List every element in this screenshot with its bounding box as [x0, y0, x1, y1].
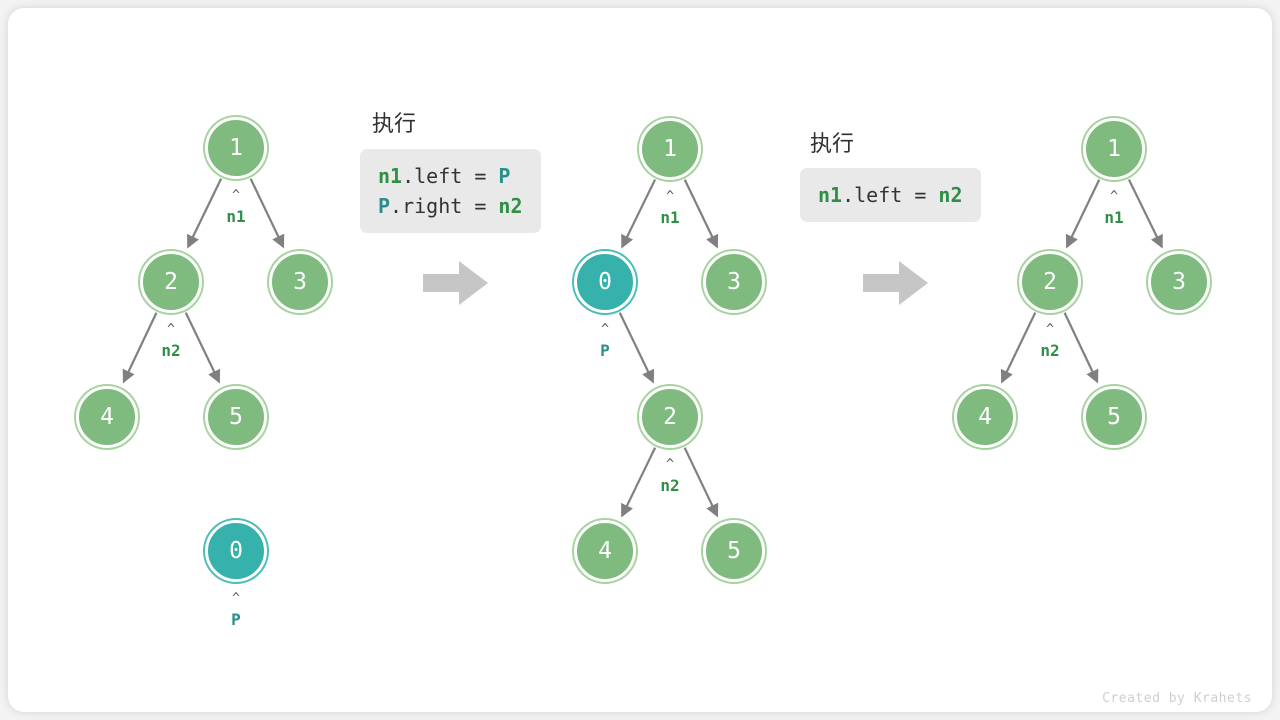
tree-node-2[interactable]: 2 [639, 386, 701, 448]
tree-node-value: 3 [1172, 268, 1186, 295]
pointer-label-n2: ^ n2 [141, 322, 201, 360]
step-label-2: 执行 [810, 132, 855, 157]
pointer-name: n1 [660, 208, 680, 227]
code-line: P.right = n2 [378, 191, 523, 221]
caret-icon: ^ [167, 322, 175, 337]
tree-node-value: 2 [663, 403, 677, 430]
pointer-name: P [600, 341, 610, 360]
watermark: Created by Krahets [1102, 691, 1252, 706]
tree-node-3[interactable]: 3 [1148, 251, 1210, 313]
code-line: n1.left = n2 [818, 180, 963, 210]
pointer-label-n1: ^ n1 [206, 188, 266, 226]
pointer-label-n2: ^ n2 [640, 457, 700, 495]
tree-node-1[interactable]: 1 [639, 118, 701, 180]
caret-icon: ^ [1110, 189, 1118, 204]
code-token: P [378, 194, 391, 218]
tree-edge [1065, 179, 1101, 249]
tree-edge [621, 447, 657, 518]
tree-edge [187, 178, 223, 249]
tree-edge [122, 312, 158, 384]
tree-node-1[interactable]: 1 [1083, 118, 1145, 180]
caret-icon: ^ [601, 322, 609, 337]
tree-node-value: 1 [663, 135, 677, 162]
tree-node-value: 3 [727, 268, 741, 295]
tree-edge [184, 312, 221, 384]
tree-node-0[interactable]: 0 [574, 251, 636, 313]
tree-node-3[interactable]: 3 [269, 251, 331, 313]
code-token: .left = [842, 183, 939, 207]
pointer-name: n1 [1104, 208, 1124, 227]
tree-node-2[interactable]: 2 [140, 251, 202, 313]
tree-node-value: 2 [164, 268, 178, 295]
tree-node-value: 0 [598, 268, 612, 295]
tree-node-4[interactable]: 4 [76, 386, 138, 448]
caret-icon: ^ [232, 591, 240, 606]
pointer-label-n1: ^ n1 [640, 189, 700, 227]
code-token: .left = [402, 164, 499, 188]
pointer-label-P: ^P [575, 322, 635, 360]
tree-node-value: 5 [229, 403, 243, 430]
tree-node-value: 2 [1043, 268, 1057, 295]
tree-node-5[interactable]: 5 [205, 386, 267, 448]
tree-edges-layer [122, 178, 1163, 518]
tree-node-value: 4 [978, 403, 992, 430]
code-line: n1.left = P [378, 161, 523, 191]
code-token: n2 [938, 183, 963, 207]
right-arrow-icon [423, 261, 488, 305]
tree-node-4[interactable]: 4 [954, 386, 1016, 448]
caret-icon: ^ [232, 188, 240, 203]
tree-edge [1000, 312, 1037, 384]
tree-node-value: 4 [598, 537, 612, 564]
pointer-label-n2: ^ n2 [1020, 322, 1080, 360]
tree-edge [683, 447, 719, 518]
tree-node-5[interactable]: 5 [1083, 386, 1145, 448]
tree-node-5[interactable]: 5 [703, 520, 765, 582]
pointer-label-n1: ^ n1 [1084, 189, 1144, 227]
tree-node-value: 1 [1107, 135, 1121, 162]
tree-node-4[interactable]: 4 [574, 520, 636, 582]
code-token: n1 [818, 183, 843, 207]
tree-node-3[interactable]: 3 [703, 251, 765, 313]
tree-edge [1063, 312, 1099, 384]
pointer-label-P: ^P [206, 591, 266, 629]
code-token: n2 [498, 194, 523, 218]
code-token: P [498, 164, 511, 188]
pointer-name: n2 [1040, 341, 1060, 360]
tree-node-1[interactable]: 1 [205, 117, 267, 179]
tree-edge [621, 179, 657, 249]
tree-node-value: 5 [1107, 403, 1121, 430]
pointer-name: P [231, 610, 241, 629]
right-arrow-icon [863, 261, 928, 305]
tree-node-2[interactable]: 2 [1019, 251, 1081, 313]
tree-node-value: 4 [100, 403, 114, 430]
pointer-name: n1 [226, 207, 246, 226]
code-block-2: n1.left = n2 [800, 168, 981, 222]
tree-edge [1127, 179, 1163, 249]
pointer-name: n2 [161, 341, 181, 360]
code-token: n1 [378, 164, 403, 188]
transition-arrow-2 [863, 260, 929, 311]
caret-icon: ^ [666, 189, 674, 204]
pointer-name: n2 [660, 476, 680, 495]
step-label-1: 执行 [372, 112, 417, 137]
tree-node-value: 1 [229, 134, 243, 161]
code-token: .right = [390, 194, 499, 218]
tree-edge [618, 312, 655, 384]
tree-node-value: 5 [727, 537, 741, 564]
caret-icon: ^ [1046, 322, 1054, 337]
tree-node-value: 3 [293, 268, 307, 295]
tree-node-value: 0 [229, 537, 243, 564]
caret-icon: ^ [666, 457, 674, 472]
tree-edge [249, 178, 285, 249]
transition-arrow-1 [423, 260, 489, 311]
tree-node-0[interactable]: 0 [205, 520, 267, 582]
tree-edge [683, 179, 719, 249]
